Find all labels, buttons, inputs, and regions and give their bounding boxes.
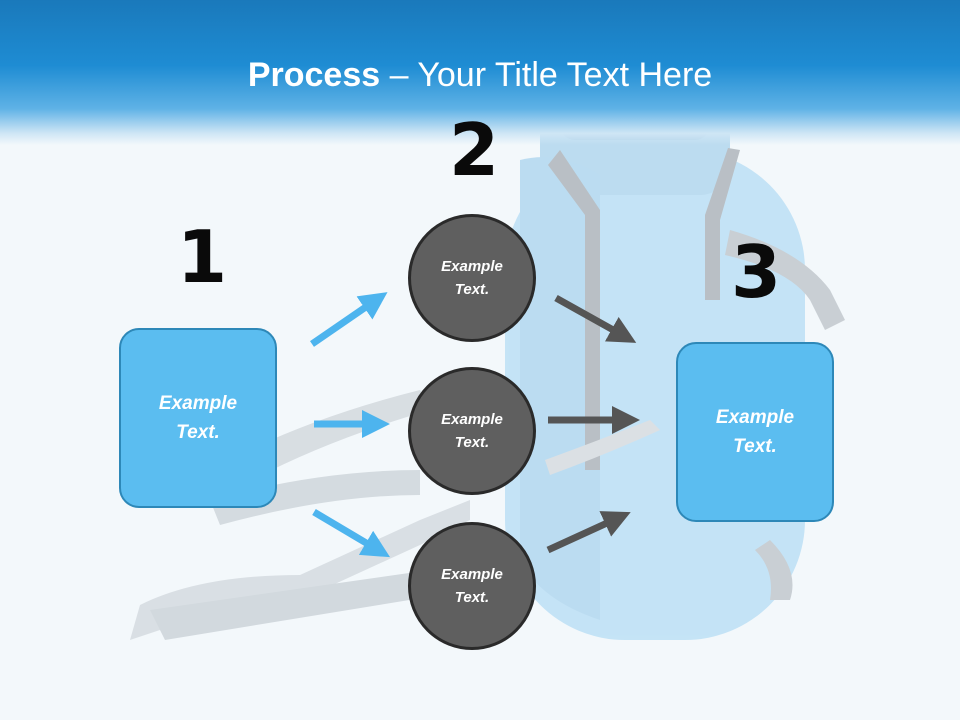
step-3-box: Example Text. — [676, 342, 834, 522]
arrow-2c-to-3 — [546, 511, 631, 554]
step-1-number: 1 — [177, 215, 228, 299]
step-2-number: 2 — [449, 108, 500, 192]
step-1-text: Example Text. — [158, 393, 238, 443]
step-3-text: Example Text. — [715, 407, 795, 457]
title-banner — [0, 0, 960, 145]
step-2-circle-1: Example Text. — [408, 214, 536, 342]
arrow-1-to-2a — [310, 292, 388, 347]
step-1-box: Example Text. — [119, 328, 277, 508]
step-2-circle-2: Example Text. — [408, 367, 536, 495]
step-2-text-1: Example Text. — [441, 258, 503, 298]
step-2-text-3: Example Text. — [441, 566, 503, 606]
step-2-circle-3: Example Text. — [408, 522, 536, 650]
step-2-text-2: Example Text. — [441, 411, 503, 451]
step-3-number: 3 — [731, 230, 782, 314]
slide-title: Process – Your Title Text Here — [0, 54, 960, 96]
title-bold: Process — [247, 56, 381, 94]
arrow-1-to-2c — [312, 508, 391, 558]
title-rest: – Your Title Text Here — [380, 56, 713, 94]
arrow-2a-to-3 — [554, 294, 637, 343]
